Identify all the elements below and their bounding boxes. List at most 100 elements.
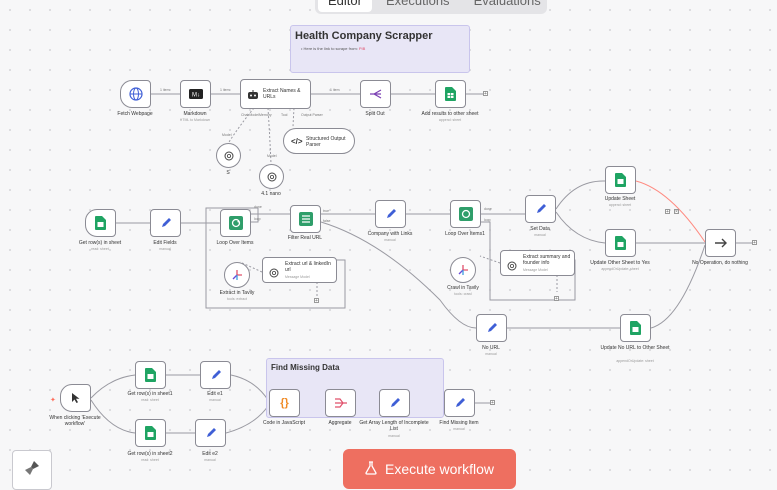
tab-evaluations[interactable]: Evaluations [473, 0, 541, 8]
filter-icon [291, 206, 320, 232]
get-rows-label: Get row(s) in sheet [78, 240, 122, 246]
edit-e2-sublabel: manual [204, 458, 216, 462]
loop-over1-node[interactable] [450, 200, 481, 228]
loop-over-node[interactable] [220, 209, 251, 237]
no-url-sublabel: manual [485, 352, 497, 356]
edit-fields-label: Edit Fields [153, 240, 177, 246]
company-links-label: Company with Links [367, 231, 413, 237]
markdown-sublabel: HTML to Markdown [179, 118, 211, 122]
add-results-node[interactable] [435, 80, 466, 108]
add-node-plus-icon[interactable]: + [483, 91, 488, 97]
done-label-b: done [484, 207, 492, 211]
model-41-label: 4.1 nano [261, 191, 281, 197]
add-node-plus-icon[interactable]: + [665, 209, 670, 215]
openai-icon [507, 258, 517, 276]
extract-names-node[interactable]: Extract Names & URLs [240, 79, 311, 109]
cursor-icon [61, 385, 90, 411]
code-brackets-icon: </> [291, 137, 303, 146]
add-node-plus-icon[interactable]: + [554, 296, 559, 302]
get-array-length-node[interactable] [379, 389, 410, 417]
find-missing-sublabel: manual [453, 427, 465, 431]
conn-item-label-b: 1 item [220, 88, 230, 92]
add-node-plus-icon[interactable]: + [490, 400, 495, 406]
output-parser-conn-label: Output Parser [301, 113, 323, 117]
loop-icon [221, 210, 250, 236]
delete-connection-icon[interactable]: × [674, 209, 679, 215]
no-url-node[interactable] [476, 314, 507, 342]
loop-over-label: Loop Over Items [216, 240, 254, 246]
pencil-icon [477, 315, 506, 341]
lightning-icon: ✦ [50, 397, 56, 404]
sticky-note-main[interactable]: Health Company Scrapper • Here is the li… [290, 25, 470, 73]
model-conn-label-b: Model [267, 154, 277, 158]
pencil-icon [196, 420, 225, 446]
add-results-label: Add results to other sheet [421, 111, 479, 117]
model-41-node[interactable] [259, 164, 284, 189]
get-rows-node[interactable] [85, 209, 116, 237]
get-rows1-node[interactable] [135, 361, 166, 389]
tab-executions[interactable]: Executions [385, 0, 450, 8]
get-array-length-sublabel: manual [388, 434, 400, 438]
add-node-plus-icon[interactable]: + [314, 298, 319, 304]
markdown-label: Markdown [183, 111, 207, 117]
update-no-url-node[interactable] [620, 314, 651, 342]
edit-e1-sublabel: manual [209, 398, 221, 402]
update-no-url-sublabel: appendOrUpdate: sheet [616, 359, 654, 363]
split-out-node[interactable] [360, 80, 391, 108]
fetch-webpage-node[interactable] [120, 80, 151, 108]
extract-summary-node[interactable]: Extract summary and founder info Message… [500, 250, 575, 276]
edit-e2-label: Edit e2 [202, 451, 218, 457]
model-s-label: S [226, 170, 230, 176]
update-other-yes-node[interactable] [605, 229, 636, 257]
edit-e1-node[interactable] [200, 361, 231, 389]
get-rows2-sublabel: read: sheet [141, 458, 159, 462]
loop-label-a: loop [254, 217, 261, 221]
extract-url-linkedin-title: Extract url & linkedIn url [285, 261, 331, 274]
filter-real-node[interactable] [290, 205, 321, 233]
tool-conn-label: Tool [281, 113, 288, 117]
edit-fields-sublabel: manual [159, 247, 171, 251]
done-label-a: done [254, 205, 262, 209]
extract-tavily-node[interactable] [224, 262, 250, 288]
tab-editor[interactable]: Editor [318, 0, 372, 12]
sticky-main-link[interactable]: PIB [358, 46, 366, 51]
execute-workflow-button[interactable]: Execute workflow [343, 449, 516, 489]
markdown-node[interactable]: M↓ [180, 80, 211, 108]
when-clicking-node[interactable] [60, 384, 91, 412]
google-sheets-icon [436, 81, 465, 107]
extract-summary-sub: Message Model [523, 268, 548, 272]
find-missing-node[interactable] [444, 389, 475, 417]
crawl-tavily-node[interactable] [450, 257, 476, 283]
conn-item-label-c: 1 item [330, 88, 340, 92]
pencil-icon [201, 362, 230, 388]
code-js-node[interactable]: {} [269, 389, 300, 417]
extract-url-linkedin-node[interactable]: Extract url & linkedIn url Message Model [262, 257, 337, 283]
update-sheet-node[interactable] [605, 166, 636, 194]
edit-e1-label: Edit e1 [207, 391, 223, 397]
extract-tavily-label: Extract in Tavily [219, 290, 255, 296]
extract-names-label: Extract Names & URLs [263, 88, 301, 101]
when-clicking-label: When clicking 'Execute workflow' [49, 415, 101, 428]
pencil-icon [526, 196, 555, 222]
sticky-main-bullet: Here is the link to scrape from: [303, 46, 358, 51]
edit-e2-node[interactable] [195, 419, 226, 447]
code-curly-icon: {} [280, 397, 289, 409]
update-other-yes-sublabel: appendOrUpdate: sheet [601, 267, 639, 271]
structured-parser-node[interactable]: </> Structured Output Parser [283, 128, 355, 154]
no-op-node[interactable] [705, 229, 736, 257]
structured-parser-label: Structured Output Parser [306, 136, 346, 149]
brush-icon [24, 460, 40, 481]
clear-execution-button[interactable] [12, 450, 52, 490]
edit-fields-node[interactable] [150, 209, 181, 237]
openai-icon [217, 144, 240, 167]
company-links-node[interactable] [375, 200, 406, 228]
get-rows2-node[interactable] [135, 419, 166, 447]
model-conn-label-a: Model [222, 133, 232, 137]
add-node-plus-icon[interactable]: + [752, 240, 757, 246]
markdown-icon: M↓ [181, 81, 210, 107]
set-data-node[interactable] [525, 195, 556, 223]
model-s-node[interactable] [216, 143, 241, 168]
code-js-label: Code in JavaScript [263, 420, 305, 426]
set-data-sublabel: manual [534, 233, 546, 237]
aggregate-node[interactable] [325, 389, 356, 417]
